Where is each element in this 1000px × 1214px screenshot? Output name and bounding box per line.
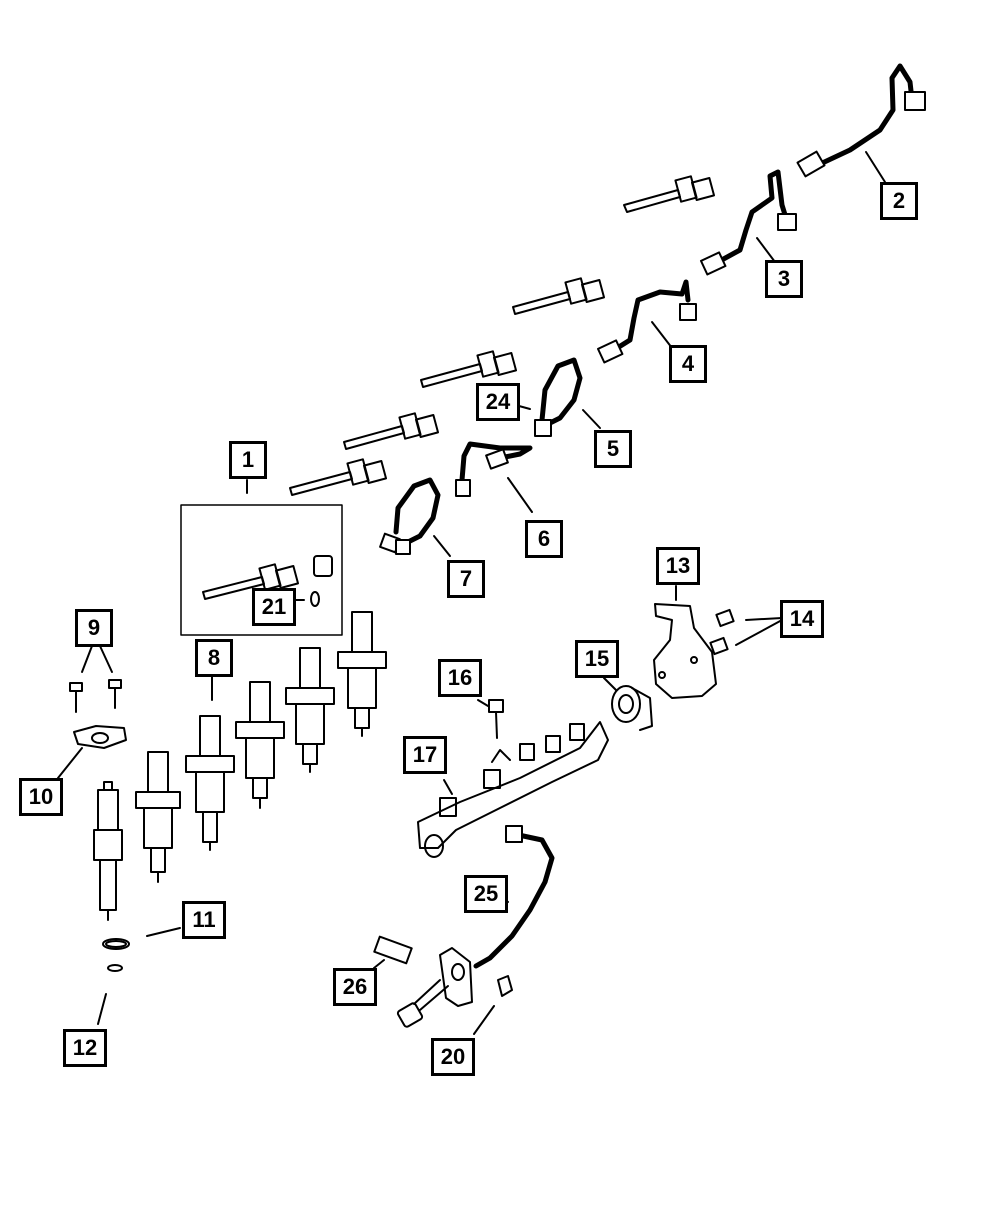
- fuel-injectors: [93, 611, 387, 921]
- bracket-bolts: [709, 608, 783, 656]
- callout-1: 1: [229, 441, 267, 479]
- rail-bracket: [653, 585, 717, 699]
- fuel-line-3: [715, 169, 789, 265]
- callout-11: 11: [182, 901, 226, 939]
- supply-line: [473, 825, 555, 969]
- callout-12: 12: [63, 1029, 107, 1067]
- callout-10: 10: [19, 778, 63, 816]
- injector-connector-tube-5: [289, 458, 388, 496]
- callout-5: 5: [594, 430, 632, 468]
- callout-17: 17: [403, 736, 447, 774]
- fuel-line-4: [611, 279, 691, 353]
- fuel-line-6-fittings: [455, 448, 533, 513]
- fuel-line-7-loop: [393, 477, 441, 547]
- callout-26: 26: [333, 968, 377, 1006]
- callout-2: 2: [880, 182, 918, 220]
- fuel-line-5-fittings: [518, 405, 601, 437]
- callout-24: 24: [476, 383, 520, 421]
- injector-seals: [97, 927, 181, 1025]
- callout-9: 9: [75, 609, 113, 647]
- callout-3: 3: [765, 260, 803, 298]
- callout-6: 6: [525, 520, 563, 558]
- rail-bolt: [477, 699, 504, 739]
- injector-connector-tube-4: [343, 412, 440, 450]
- supply-fitting-assembly: [396, 947, 513, 1035]
- callout-7: 7: [447, 560, 485, 598]
- rail-pressure-sensor: [603, 677, 653, 731]
- callout-25: 25: [464, 875, 508, 913]
- banjo-bolt: [373, 935, 413, 969]
- fuel-line-4-fittings: [596, 303, 697, 364]
- callout-15: 15: [575, 640, 619, 678]
- callout-21: 21: [252, 588, 296, 626]
- callout-4: 4: [669, 345, 707, 383]
- callout-13: 13: [656, 547, 700, 585]
- callout-20: 20: [431, 1038, 475, 1076]
- fuel-line-6: [459, 441, 533, 483]
- callout-8: 8: [195, 639, 233, 677]
- hold-down-clamp: [57, 725, 127, 779]
- kit-box: [180, 479, 343, 636]
- callout-16: 16: [438, 659, 482, 697]
- injector-bolts: [69, 645, 122, 713]
- fuel-line-3-fittings: [699, 213, 797, 276]
- fuel-line-7-fittings: [379, 532, 451, 557]
- injector-connector-tube-2: [512, 277, 606, 315]
- fuel-line-5-loop: [539, 357, 583, 427]
- fuel-rail: [417, 721, 609, 858]
- injector-connector-tube-1: [623, 175, 716, 213]
- fuel-line-2: [815, 63, 915, 168]
- fuel-line-2-fittings: [796, 91, 926, 183]
- callout-14: 14: [780, 600, 824, 638]
- injector-connector-tube-3: [420, 350, 518, 388]
